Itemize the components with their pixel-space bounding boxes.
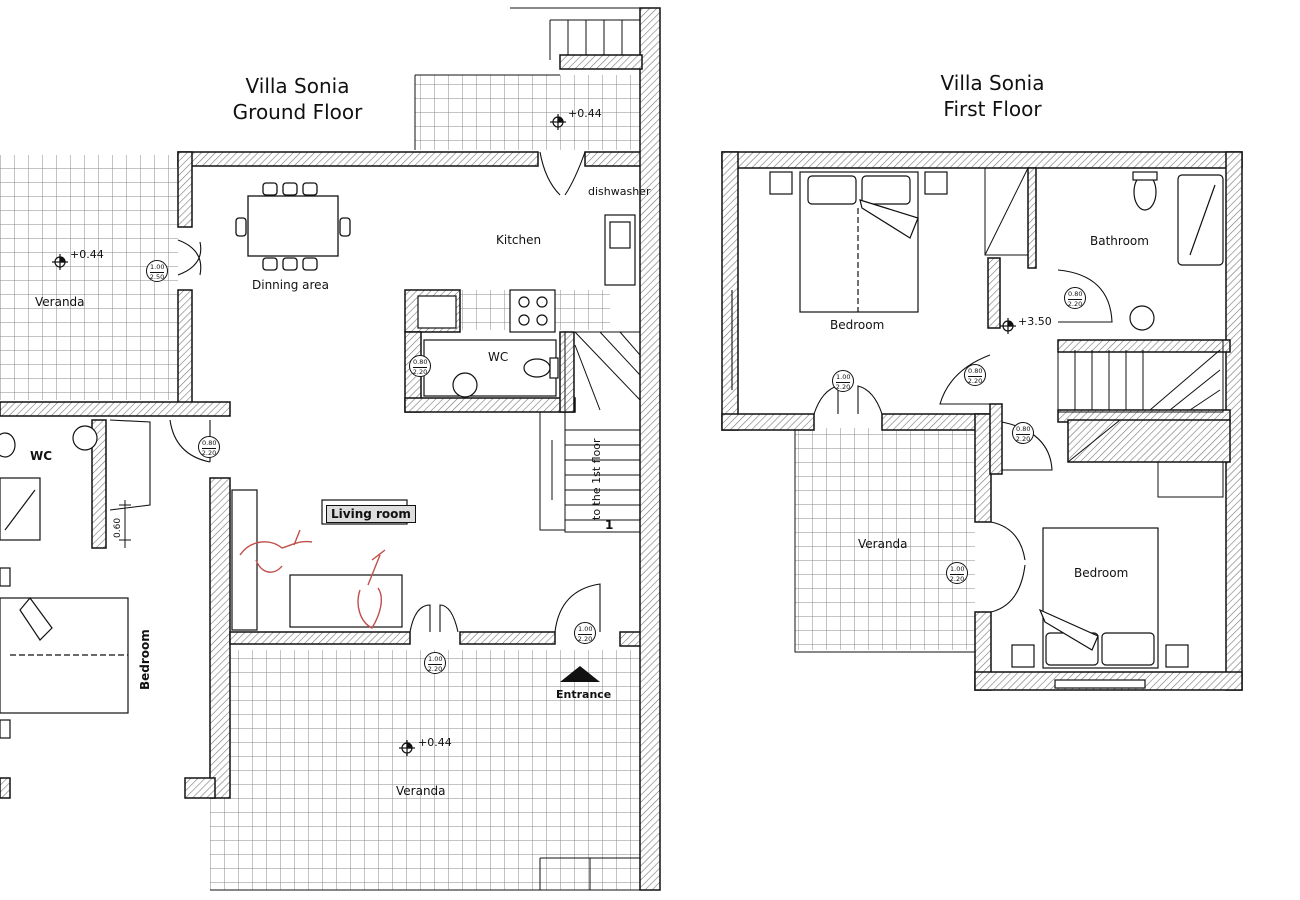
- stairs-label: to the 1st floor: [590, 438, 603, 520]
- door-height: 2.20: [427, 665, 443, 673]
- stairs-step-number: 1: [605, 518, 614, 532]
- first-closet: [984, 167, 1029, 256]
- door-height: 2.20: [577, 635, 593, 643]
- door-height: 2.20: [967, 377, 983, 385]
- door-width: 0.80: [968, 367, 983, 377]
- door-height: 2.20: [1015, 435, 1031, 443]
- top-stairs: [414, 7, 641, 150]
- level-veranda-bottom: +0.44: [418, 736, 452, 749]
- first-veranda-edge: [794, 430, 975, 653]
- ground-floor-title: Villa Sonia Ground Floor: [200, 73, 395, 125]
- door-height: 2.50: [149, 273, 165, 281]
- door-width: 0.80: [202, 439, 217, 449]
- bedroom-bed: [0, 567, 129, 739]
- wc-center-label: WC: [488, 350, 509, 364]
- dishwasher-label: dishwasher: [588, 185, 651, 198]
- living-room-sketch: [239, 529, 386, 629]
- door-width: 1.00: [428, 655, 443, 665]
- first-stairs: [1057, 339, 1224, 498]
- entrance-label: Entrance: [556, 688, 612, 701]
- veranda-step: [210, 857, 640, 891]
- door-width: 1.00: [836, 373, 851, 383]
- first-title-line2: First Floor: [943, 97, 1042, 121]
- veranda-left-label: Veranda: [35, 295, 85, 309]
- veranda-bottom-label: Veranda: [396, 784, 446, 798]
- first-bedroom-bed: [769, 171, 948, 313]
- dining-table: [235, 182, 351, 271]
- door-height: 2.20: [201, 449, 217, 457]
- door-height: 2.20: [412, 368, 428, 376]
- wc-center-fixtures: [423, 339, 559, 398]
- bathroom-fixtures: [1129, 171, 1224, 331]
- door-height: 2.20: [1067, 300, 1083, 308]
- kitchen-fixtures: [417, 214, 636, 333]
- first-doors: [731, 269, 1113, 613]
- door-height: 2.20: [949, 575, 965, 583]
- door-width: 1.00: [578, 625, 593, 635]
- level-veranda-left: +0.44: [70, 248, 104, 261]
- level-landing: +3.50: [1018, 315, 1052, 328]
- door-width: 0.80: [1016, 425, 1031, 435]
- wc-left-label: WC: [30, 449, 53, 463]
- first-veranda-label: Veranda: [858, 537, 908, 551]
- door-width: 1.00: [950, 565, 965, 575]
- dinning-area-label: Dinning area: [252, 278, 329, 292]
- wc-left-fixtures: [0, 425, 98, 541]
- ground-title-line1: Villa Sonia: [245, 74, 350, 98]
- door-width: 0.80: [1068, 290, 1083, 300]
- first-bedroom-bottom-label: Bedroom: [1074, 566, 1129, 580]
- first-floor-plan: [721, 151, 1243, 691]
- first-bedroom-top-label: Bedroom: [830, 318, 885, 332]
- width-dimension-label: 0.60: [113, 517, 123, 538]
- door-width: 0.80: [413, 358, 428, 368]
- first-bedroom-bottom-bed: [1011, 527, 1189, 689]
- veranda-bottom-floor: [210, 650, 640, 890]
- width-dimension: [119, 500, 131, 548]
- level-top: +0.44: [568, 107, 602, 120]
- first-title-line1: Villa Sonia: [940, 71, 1045, 95]
- bedroom-label: Bedroom: [138, 629, 152, 690]
- living-room-label: Living room: [326, 505, 416, 523]
- bathroom-label: Bathroom: [1090, 234, 1149, 248]
- door-width: 1.00: [150, 263, 165, 273]
- first-veranda-floor: [795, 428, 975, 650]
- ground-level-markers: [52, 114, 566, 756]
- stairs-to-first-floor: [539, 331, 641, 533]
- ground-walls: [0, 7, 661, 891]
- kitchen-label: Kitchen: [496, 233, 542, 247]
- first-level-marker: [1000, 318, 1016, 334]
- first-floor-title: Villa Sonia First Floor: [895, 70, 1090, 122]
- top-landing-floor: [415, 75, 640, 150]
- ground-title-line2: Ground Floor: [232, 100, 363, 124]
- door-height: 2.20: [835, 383, 851, 391]
- first-walls: [721, 151, 1243, 691]
- entrance-arrow-icon: [560, 666, 600, 682]
- ground-floor-plan: [0, 7, 661, 891]
